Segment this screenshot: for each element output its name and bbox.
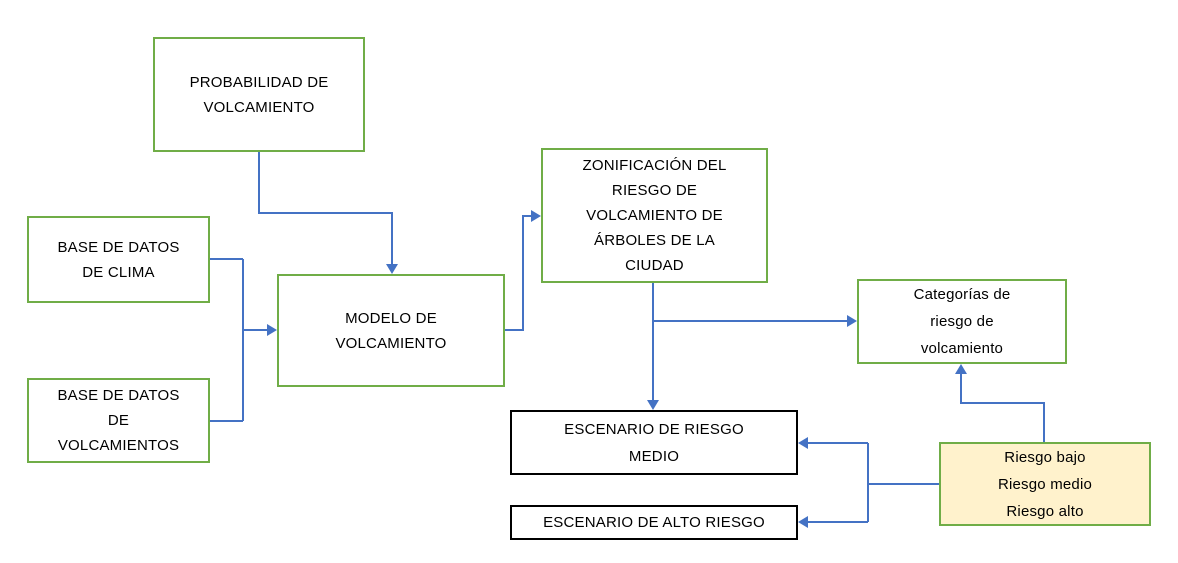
arrow-head-icon [647,400,659,410]
box-riesgo-niveles: Riesgo bajo Riesgo medio Riesgo alto [939,442,1151,526]
box-label-base-volcamientos: BASE DE DATOS DE VOLCAMIENTOS [57,387,180,454]
box-label-modelo: MODELO DE VOLCAMIENTO [335,309,447,352]
connector-riesgo-to-categorias [955,364,1045,442]
box-categorias-de-riesgo: Categorías de riesgo de volcamiento [857,279,1067,364]
arrow-head-icon [386,264,398,274]
box-escenario-de-alto-riesgo: ESCENARIO DE ALTO RIESGO [510,505,798,540]
box-base-de-datos-de-volcamientos: BASE DE DATOS DE VOLCAMIENTOS [27,378,210,463]
connector-zonificacion-to-escenario-medio [647,283,659,410]
connector-databases-to-modelo [210,258,277,422]
box-modelo-de-volcamiento: MODELO DE VOLCAMIENTO [277,274,505,387]
box-label-categorias: Categorías de riesgo de volcamiento [913,286,1011,357]
arrow-head-icon [798,437,808,449]
arrow-head-icon [847,315,857,327]
arrow-head-icon [531,210,541,222]
box-label-escenario-medio: ESCENARIO DE RIESGO MEDIO [564,420,744,465]
arrow-head-icon [798,516,808,528]
box-zonificacion-del-riesgo: ZONIFICACIÓN DEL RIESGO DE VOLCAMIENTO D… [541,148,768,283]
connector-modelo-to-zonificacion [505,210,541,331]
box-label-zonificacion: ZONIFICACIÓN DEL RIESGO DE VOLCAMIENTO D… [582,157,727,274]
connector-probabilidad-to-modelo [258,152,398,274]
box-label-probabilidad: PROBABILIDAD DE VOLCAMIENTO [189,73,329,116]
arrow-head-icon [267,324,277,336]
connector-zonificacion-to-categorias [653,315,857,327]
box-label-riesgo-niveles: Riesgo bajo Riesgo medio Riesgo alto [997,448,1093,520]
box-label-base-clima: BASE DE DATOS DE CLIMA [57,238,180,281]
box-base-de-datos-de-clima: BASE DE DATOS DE CLIMA [27,216,210,303]
arrow-head-icon [955,364,967,374]
box-probabilidad-de-volcamiento: PROBABILIDAD DE VOLCAMIENTO [153,37,365,152]
box-label-escenario-alto: ESCENARIO DE ALTO RIESGO [543,514,765,531]
box-escenario-de-riesgo-medio: ESCENARIO DE RIESGO MEDIO [510,410,798,475]
connector-riesgo-to-escenarios [798,437,939,528]
